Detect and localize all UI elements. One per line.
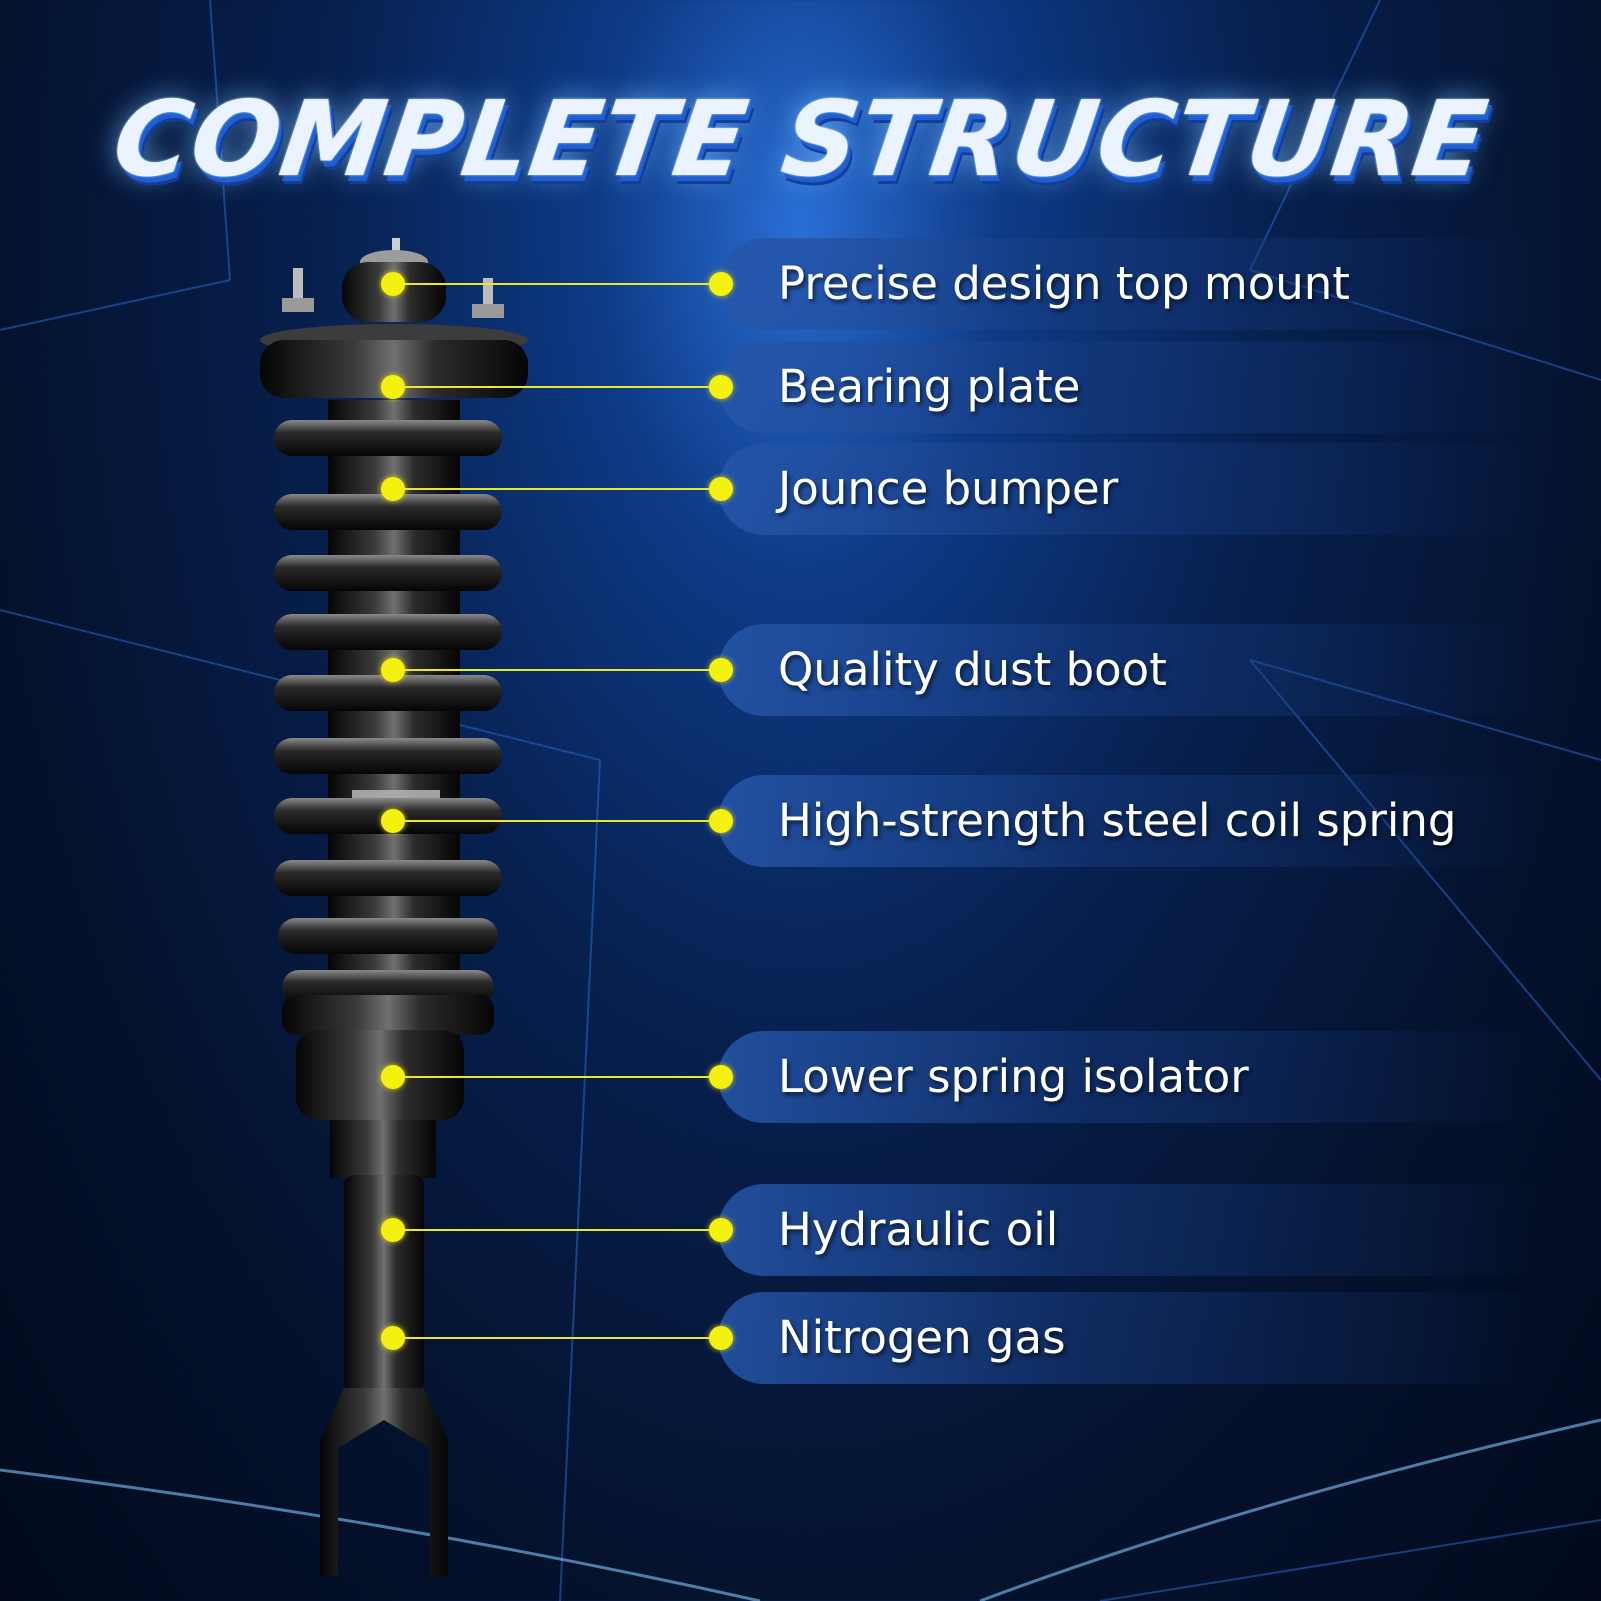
callout-jounce-bumper: Jounce bumper xyxy=(718,443,1538,535)
mounting-studs xyxy=(282,268,504,318)
leader-line xyxy=(393,488,721,490)
leader-line xyxy=(393,283,721,285)
marker-dot-icon xyxy=(709,658,733,682)
leader-line xyxy=(393,1076,721,1078)
marker-dot-icon xyxy=(381,1065,405,1089)
marker-dot-icon xyxy=(709,375,733,399)
leader-line xyxy=(393,1337,721,1339)
marker-dot-icon xyxy=(709,477,733,501)
marker-dot-icon xyxy=(381,658,405,682)
callout-dust-boot: Quality dust boot xyxy=(718,624,1538,716)
marker-dot-icon xyxy=(381,272,405,296)
callout-nitrogen-gas: Nitrogen gas xyxy=(718,1292,1538,1384)
marker-dot-icon xyxy=(381,477,405,501)
marker-dot-icon xyxy=(709,1326,733,1350)
marker-dot-icon xyxy=(709,1218,733,1242)
marker-dot-icon xyxy=(709,809,733,833)
callout-hydraulic-oil: Hydraulic oil xyxy=(718,1184,1538,1276)
callout-label: Nitrogen gas xyxy=(778,1311,1066,1364)
leader-line xyxy=(393,669,721,671)
callout-top-mount: Precise design top mount xyxy=(718,238,1538,330)
shock-body xyxy=(330,1120,436,1391)
callout-label: Jounce bumper xyxy=(778,462,1119,515)
marker-dot-icon xyxy=(381,1326,405,1350)
leader-line xyxy=(393,1229,721,1231)
lower-spring-isolator xyxy=(282,995,494,1120)
callout-lower-spring-isolator: Lower spring isolator xyxy=(718,1031,1538,1123)
callout-label: High-strength steel coil spring xyxy=(778,794,1457,847)
callout-label: Bearing plate xyxy=(778,360,1081,413)
bearing-plate xyxy=(260,324,528,398)
marker-dot-icon xyxy=(381,1218,405,1242)
callout-coil-spring: High-strength steel coil spring xyxy=(718,775,1538,867)
leader-line xyxy=(393,386,721,388)
marker-dot-icon xyxy=(709,272,733,296)
callout-bearing-plate: Bearing plate xyxy=(718,341,1538,433)
callout-label: Lower spring isolator xyxy=(778,1050,1249,1103)
leader-line xyxy=(393,820,721,822)
marker-dot-icon xyxy=(381,809,405,833)
coil-spring xyxy=(274,420,502,1004)
callout-label: Quality dust boot xyxy=(778,643,1167,696)
callout-label: Precise design top mount xyxy=(778,257,1350,310)
marker-dot-icon xyxy=(381,375,405,399)
marker-dot-icon xyxy=(709,1065,733,1089)
clevis-fork xyxy=(320,1388,448,1576)
callout-label: Hydraulic oil xyxy=(778,1203,1059,1256)
